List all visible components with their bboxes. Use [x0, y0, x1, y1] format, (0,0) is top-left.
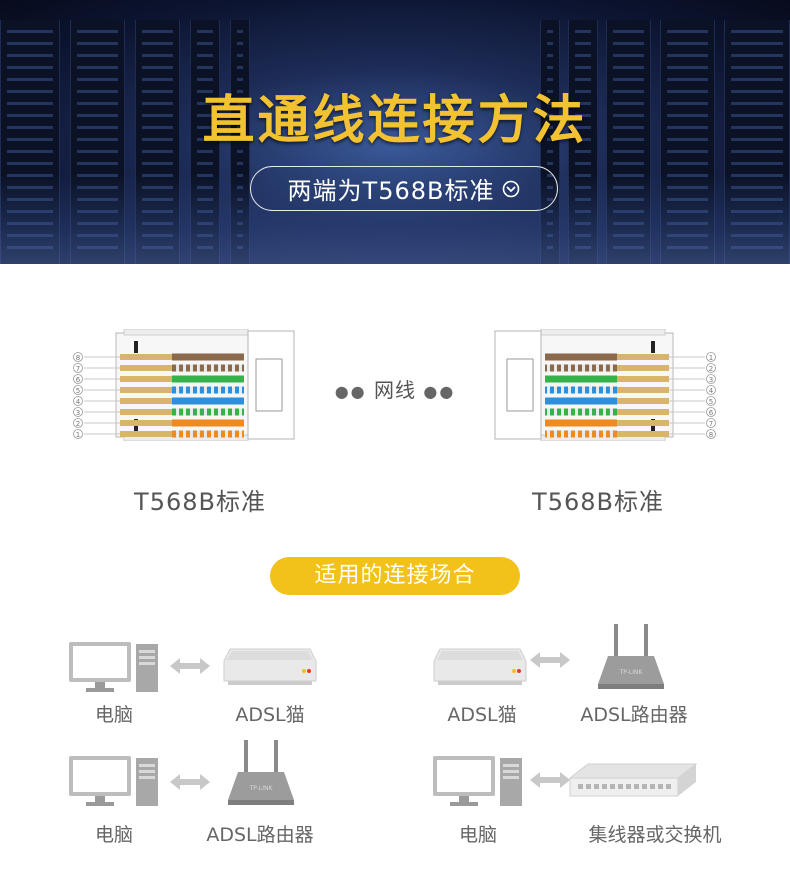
double-arrow-icon	[530, 772, 570, 788]
wiring-diagram: 8 7 6 5 4 3 2 1 ●● 网线 ●● 1 2 3 4 5 6 7 8 T568B标准 T568B…	[0, 264, 790, 544]
server-rack-decoration	[190, 20, 220, 264]
pin-number-badge	[706, 352, 716, 362]
banner-floor-glow	[0, 174, 790, 264]
pin-number-badge	[73, 363, 83, 373]
pin-number-badge	[706, 429, 716, 439]
pin-number-label: 6	[76, 376, 81, 384]
standard-badge: 两端为T568B标准	[250, 166, 558, 211]
header-banner: 直通线连接方法 两端为T568B标准	[0, 0, 790, 264]
right-standard-label: T568B标准	[532, 488, 664, 516]
pin-number-badge	[706, 374, 716, 384]
server-rack-decoration	[230, 20, 250, 264]
server-rack-decoration	[568, 20, 598, 264]
pin-number-badge	[73, 429, 83, 439]
server-rack-decoration	[0, 20, 60, 264]
scenario-1-left-label: 电脑	[94, 704, 133, 726]
pin-number-label: 5	[76, 387, 80, 395]
server-rack-decoration	[135, 20, 180, 264]
computer-icon	[69, 642, 158, 692]
pin-number-label: 6	[709, 409, 714, 417]
pin-number-badge	[73, 352, 83, 362]
switch-icon	[568, 763, 698, 797]
chevron-down-circle-icon	[503, 180, 520, 197]
scenario-2-right-label: ADSL路由器	[580, 704, 688, 726]
double-arrow-icon	[170, 658, 210, 674]
pin-number-label: 2	[76, 420, 80, 428]
scenario-4-right-label: 集线器或交换机	[588, 824, 722, 846]
computer-icon	[69, 756, 158, 806]
pin-number-badge	[706, 396, 716, 406]
cable-label-text: 网线	[374, 378, 416, 402]
right-rj45-connector: 1 2 3 4 5 6 7 8	[487, 329, 717, 441]
pin-number-label: 1	[709, 354, 713, 362]
section-title: 适用的连接场合	[270, 557, 520, 595]
pin-number-label: 8	[76, 354, 80, 362]
double-arrow-icon	[170, 774, 210, 790]
page-title: 直通线连接方法	[202, 91, 588, 151]
server-rack-decoration	[606, 20, 651, 264]
pin-number-badge	[73, 407, 83, 417]
svg-text:TP-LINK: TP-LINK	[249, 785, 274, 792]
pin-number-badge	[706, 363, 716, 373]
computer-icon	[433, 756, 522, 806]
server-rack-decoration	[660, 20, 715, 264]
pin-number-label: 4	[709, 387, 714, 395]
pin-number-badge	[73, 385, 83, 395]
cable-label: ●● 网线 ●●	[330, 374, 460, 403]
router-icon: TP-LINK	[598, 624, 664, 689]
pin-number-label: 4	[76, 398, 81, 406]
server-rack-decoration	[70, 20, 125, 264]
scenario-4-left-label: 电脑	[458, 824, 497, 846]
pin-number-label: 3	[76, 409, 80, 417]
adsl-modem-icon	[223, 648, 317, 685]
standard-badge-label: 两端为T568B标准	[287, 177, 495, 205]
left-rj45-connector: 8 7 6 5 4 3 2 1	[72, 329, 302, 441]
adsl-modem-icon	[433, 648, 527, 685]
server-rack-decoration	[724, 20, 790, 264]
scenario-3-left-label: 电脑	[94, 824, 133, 846]
pin-number-badge	[73, 374, 83, 384]
left-standard-label: T568B标准	[134, 488, 266, 516]
double-arrow-icon	[530, 652, 570, 668]
pin-number-badge	[706, 418, 716, 428]
cable-dots-left-icon: ●●	[334, 382, 367, 401]
pin-number-label: 7	[709, 420, 713, 428]
pin-number-label: 3	[709, 376, 713, 384]
left-rj45-plug-icon: 8 7 6 5 4 3 2 1	[73, 329, 295, 441]
scenario-1-right-label: ADSL猫	[235, 704, 305, 726]
cable-dots-right-icon: ●●	[423, 382, 456, 401]
pin-number-badge	[706, 407, 716, 417]
scenario-2-left-label: ADSL猫	[447, 704, 517, 726]
pin-number-label: 7	[76, 365, 80, 373]
scenario-3-right-label: ADSL路由器	[206, 824, 314, 846]
svg-text:TP-LINK: TP-LINK	[619, 669, 644, 676]
pin-number-label: 8	[709, 431, 713, 439]
pin-number-badge	[73, 418, 83, 428]
right-rj45-plug-icon: 1 2 3 4 5 6 7 8	[494, 329, 716, 441]
pin-number-badge	[73, 396, 83, 406]
router-icon: TP-LINK	[228, 740, 294, 805]
pin-number-label: 1	[76, 431, 80, 439]
pin-number-badge	[706, 385, 716, 395]
pin-number-label: 5	[709, 398, 713, 406]
pin-number-label: 2	[709, 365, 713, 373]
